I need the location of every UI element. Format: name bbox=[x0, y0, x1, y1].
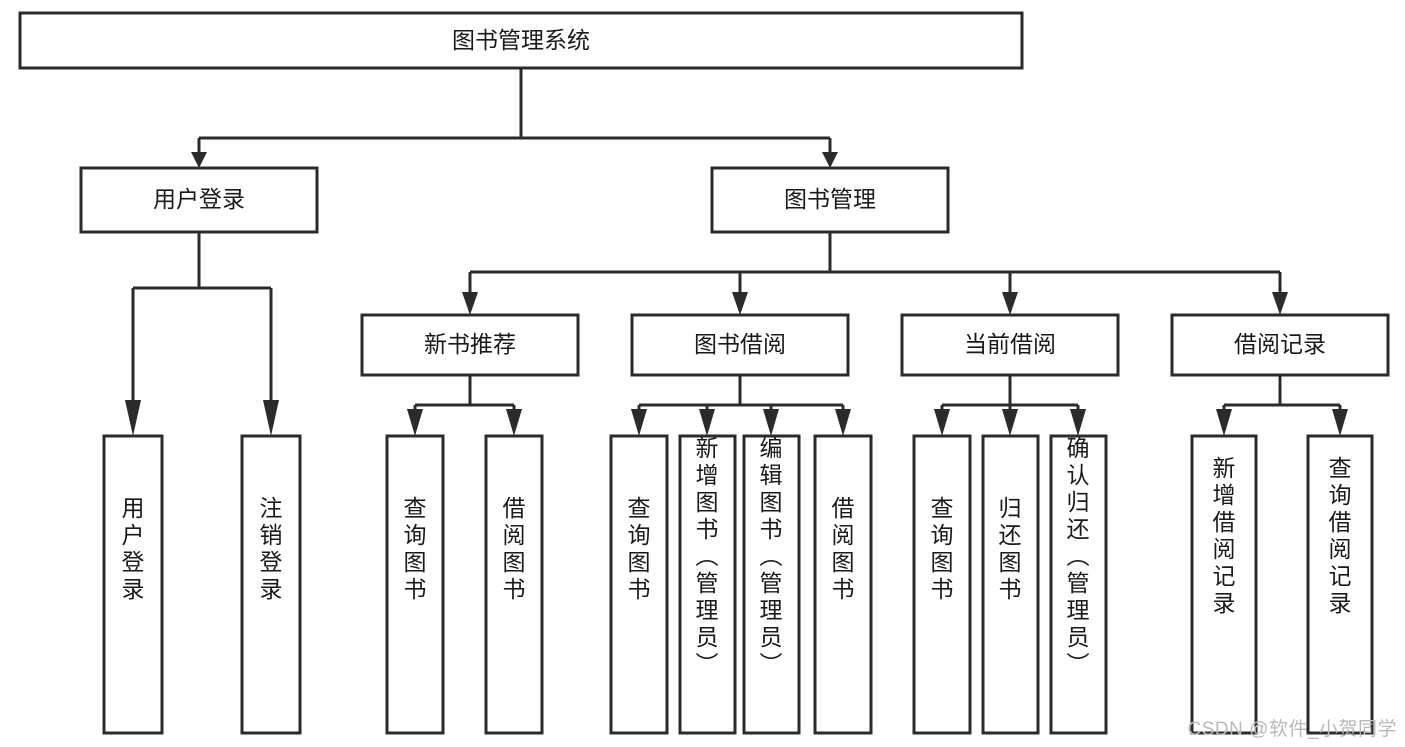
arrow-head-book-borrow bbox=[732, 292, 748, 315]
csdn-watermark: CSDN @软件_小贺同学 bbox=[1187, 719, 1397, 740]
node-leaf-add-borrow-record-label: 新增借阅记录 bbox=[1213, 455, 1236, 616]
node-leaf-borrow-book-1-label: 借阅图书 bbox=[503, 495, 526, 602]
node-leaf-edit-book-admin[interactable]: 编辑图书︵管理员︶ bbox=[742, 434, 801, 735]
node-leaf-edit-book-admin-label: 编辑图书︵管理员︶ bbox=[760, 435, 783, 677]
node-leaf-borrow-book-2-label: 借阅图书 bbox=[832, 495, 855, 602]
node-leaf-user-login-label: 用户登录 bbox=[122, 495, 145, 602]
node-current-borrow-label: 当前借阅 bbox=[964, 331, 1056, 357]
node-leaf-add-borrow-record[interactable]: 新增借阅记录 bbox=[1190, 434, 1258, 735]
connector-layer bbox=[125, 68, 1348, 436]
node-root-box[interactable] bbox=[18, 11, 1024, 70]
arrow-head-leaf-return-book bbox=[1002, 409, 1018, 436]
arrow-head-new-book-recommend bbox=[462, 292, 478, 315]
node-leaf-query-book-3-label: 查询图书 bbox=[931, 495, 954, 602]
node-leaf-query-borrow-record-label: 查询借阅记录 bbox=[1329, 455, 1352, 616]
node-leaf-logout-login-box[interactable] bbox=[240, 434, 302, 735]
node-leaf-confirm-return-admin-label: 确认归还︵管理员︶ bbox=[1067, 435, 1090, 677]
node-leaf-user-login-box[interactable] bbox=[102, 434, 164, 735]
node-leaf-query-book-2-label: 查询图书 bbox=[628, 495, 651, 602]
node-leaf-query-borrow-record[interactable]: 查询借阅记录 bbox=[1306, 434, 1374, 735]
node-leaf-logout-login-label: 注销登录 bbox=[260, 495, 283, 602]
node-book-borrow[interactable]: 图书借阅 bbox=[630, 313, 850, 377]
node-book-manage[interactable]: 图书管理 bbox=[710, 166, 950, 234]
node-leaf-borrow-book-2-box[interactable] bbox=[813, 434, 873, 735]
arrow-head-leaf-user-login bbox=[125, 400, 141, 436]
node-current-borrow-box[interactable] bbox=[900, 313, 1120, 377]
node-current-borrow[interactable]: 当前借阅 bbox=[900, 313, 1120, 377]
node-leaf-query-book-1-label: 查询图书 bbox=[404, 495, 427, 602]
arrow-head-leaf-logout-login bbox=[263, 400, 279, 436]
node-new-book-recommend-label: 新书推荐 bbox=[424, 331, 516, 357]
node-leaf-return-book-box[interactable] bbox=[981, 434, 1040, 735]
node-leaf-query-book-1[interactable]: 查询图书 bbox=[385, 434, 445, 735]
arrow-head-borrow-record bbox=[1272, 292, 1288, 315]
arrow-head-leaf-edit-book-admin bbox=[763, 409, 779, 436]
node-borrow-record-label: 借阅记录 bbox=[1234, 331, 1326, 357]
node-leaf-confirm-return-admin[interactable]: 确认归还︵管理员︶ bbox=[1049, 434, 1108, 735]
node-leaf-query-book-2-box[interactable] bbox=[609, 434, 669, 735]
arrow-head-leaf-confirm-return-admin bbox=[1070, 409, 1086, 436]
node-borrow-record-box[interactable] bbox=[1170, 313, 1390, 377]
node-leaf-query-book-3-box[interactable] bbox=[912, 434, 972, 735]
node-new-book-recommend[interactable]: 新书推荐 bbox=[360, 313, 580, 377]
node-leaf-logout-login[interactable]: 注销登录 bbox=[240, 434, 302, 735]
arrow-head-leaf-borrow-book-1 bbox=[506, 409, 522, 436]
node-book-manage-label: 图书管理 bbox=[784, 186, 876, 212]
arrow-head-current-borrow bbox=[1002, 292, 1018, 315]
node-leaf-add-book-admin-label: 新增图书︵管理员︶ bbox=[696, 435, 719, 677]
node-user-login-label: 用户登录 bbox=[153, 186, 245, 212]
arrow-head-book-manage bbox=[822, 152, 838, 168]
node-leaf-return-book[interactable]: 归还图书 bbox=[981, 434, 1040, 735]
node-leaf-query-borrow-record-box[interactable] bbox=[1306, 434, 1374, 735]
node-new-book-recommend-box[interactable] bbox=[360, 313, 580, 377]
node-leaf-borrow-book-1-box[interactable] bbox=[484, 434, 544, 735]
arrow-head-leaf-borrow-book-2 bbox=[835, 409, 851, 436]
node-leaf-add-book-admin[interactable]: 新增图书︵管理员︶ bbox=[678, 434, 737, 735]
node-leaf-add-borrow-record-box[interactable] bbox=[1190, 434, 1258, 735]
arrow-head-leaf-query-book-2 bbox=[631, 409, 647, 436]
arrow-head-leaf-add-borrow-record bbox=[1216, 409, 1232, 436]
node-book-manage-box[interactable] bbox=[710, 166, 950, 234]
node-leaf-borrow-book-1[interactable]: 借阅图书 bbox=[484, 434, 544, 735]
node-leaf-edit-book-admin-box[interactable] bbox=[742, 434, 801, 735]
node-leaf-query-book-1-box[interactable] bbox=[385, 434, 445, 735]
node-borrow-record[interactable]: 借阅记录 bbox=[1170, 313, 1390, 377]
arrow-head-leaf-query-borrow-record bbox=[1332, 409, 1348, 436]
arrow-head-leaf-add-book-admin bbox=[699, 409, 715, 436]
node-leaf-query-book-3[interactable]: 查询图书 bbox=[912, 434, 972, 735]
node-root[interactable]: 图书管理系统 bbox=[18, 11, 1024, 70]
node-book-borrow-label: 图书借阅 bbox=[694, 331, 786, 357]
node-leaf-query-book-2[interactable]: 查询图书 bbox=[609, 434, 669, 735]
node-user-login[interactable]: 用户登录 bbox=[79, 166, 319, 234]
node-leaf-return-book-label: 归还图书 bbox=[999, 495, 1022, 602]
node-book-borrow-box[interactable] bbox=[630, 313, 850, 377]
node-leaf-user-login[interactable]: 用户登录 bbox=[102, 434, 164, 735]
node-leaf-borrow-book-2[interactable]: 借阅图书 bbox=[813, 434, 873, 735]
arrow-head-leaf-query-book-3 bbox=[934, 409, 950, 436]
arrow-head-leaf-query-book-1 bbox=[407, 409, 423, 436]
node-leaf-add-book-admin-box[interactable] bbox=[678, 434, 737, 735]
node-leaf-confirm-return-admin-box[interactable] bbox=[1049, 434, 1108, 735]
arrow-head-user-login bbox=[191, 152, 207, 168]
node-user-login-box[interactable] bbox=[79, 166, 319, 234]
node-root-label: 图书管理系统 bbox=[452, 27, 590, 53]
